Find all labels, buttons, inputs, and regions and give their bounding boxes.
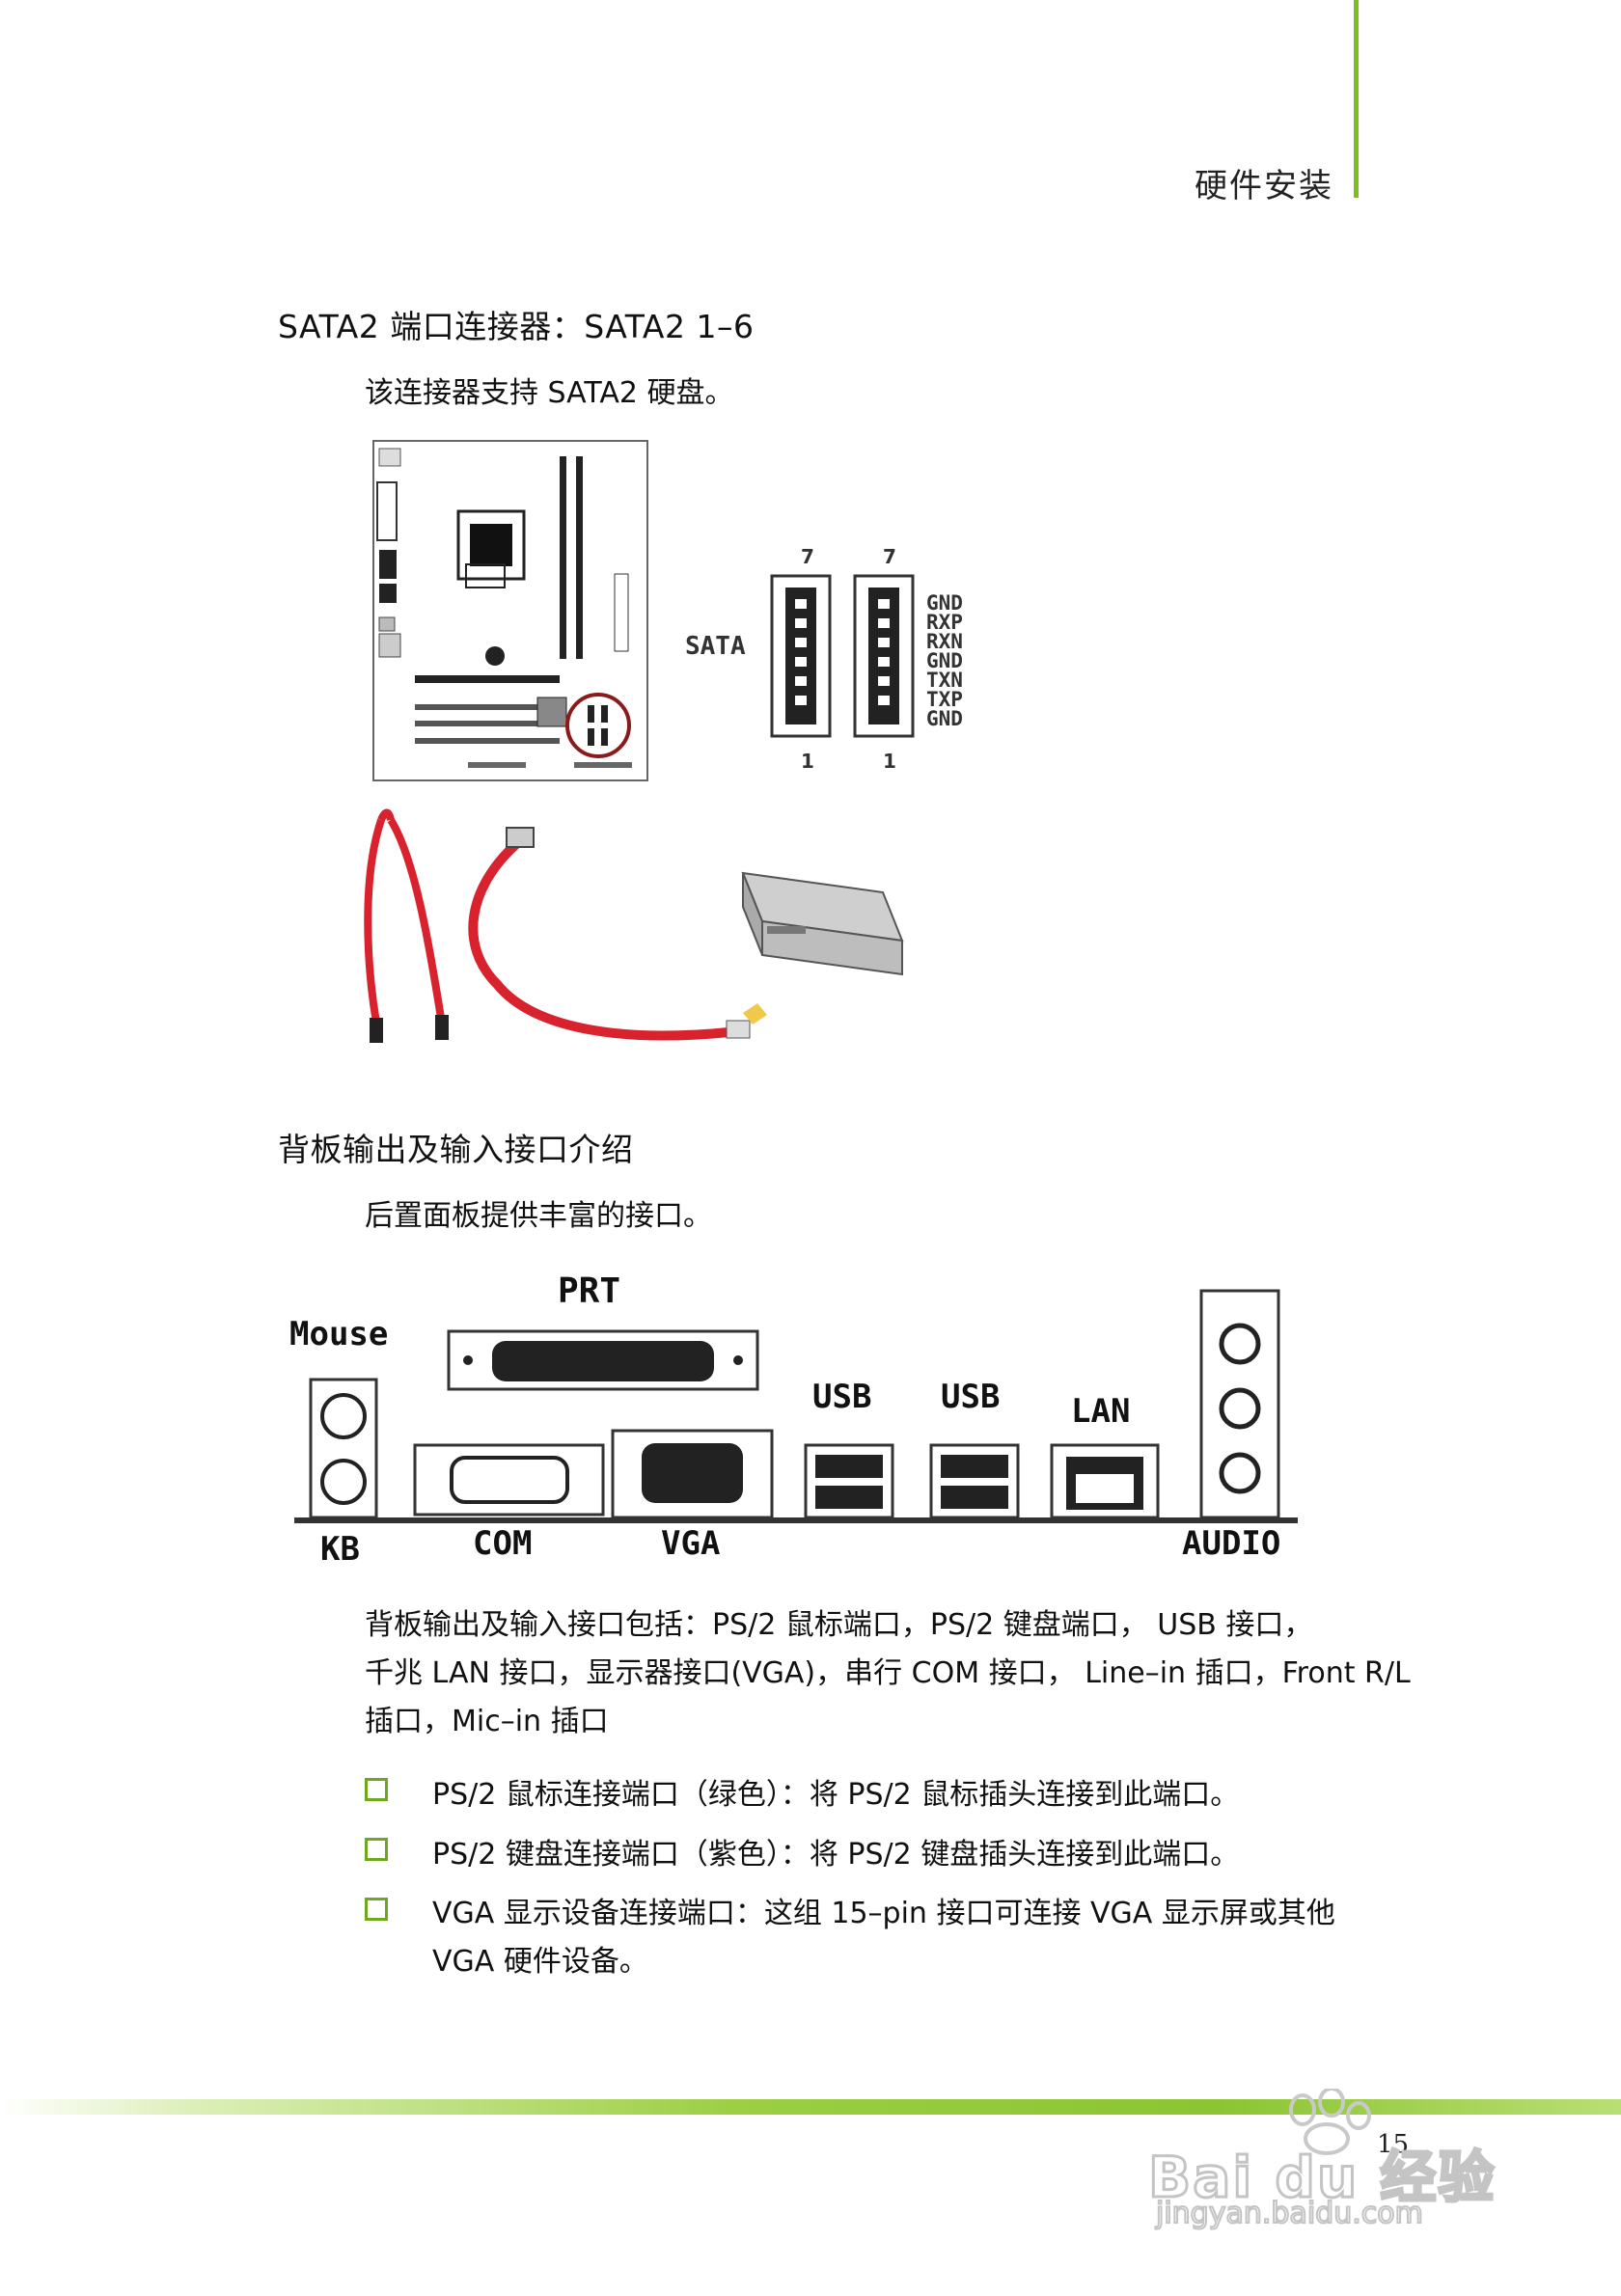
watermark-brand: Bai du 经验: [1146, 2144, 1497, 2212]
bullet-line: VGA 硬件设备。: [432, 1945, 648, 1979]
usb1-label: USB: [812, 1378, 872, 1416]
sata-pinout-diagram: SATA 7 7 1 1 GND RXP RXN GND TXN TXP GND: [685, 545, 1090, 777]
mouse-label: Mouse: [289, 1315, 389, 1353]
checkbox-bullet-icon: [365, 1778, 388, 1801]
paragraph-line: 插口，Mic–in 插口: [365, 1705, 609, 1738]
pin-name: GND: [926, 649, 963, 672]
audio-label: AUDIO: [1182, 1524, 1281, 1563]
prt-label: PRT: [558, 1271, 621, 1311]
lan-label: LAN: [1071, 1392, 1131, 1431]
sata-cable-drive-illustration: [364, 808, 904, 1043]
bullet-item: VGA 显示设备连接端口：这组 15–pin 接口可连接 VGA 显示屏或其他 …: [432, 1890, 1335, 1986]
paragraph-line: 背板输出及输入接口包括：PS/2 鼠标端口，PS/2 键盘端口， USB 接口，: [365, 1608, 1313, 1642]
footer-green-band: [0, 2099, 1621, 2115]
backpanel-heading: 背板输出及输入接口介绍: [278, 1131, 634, 1168]
page-number: 15: [1377, 2130, 1410, 2159]
sata-description: 该连接器支持 SATA2 硬盘。: [365, 376, 734, 410]
pin-name: GND: [926, 591, 963, 615]
checkbox-bullet-icon: [365, 1838, 388, 1861]
kb-label: KB: [320, 1530, 360, 1569]
vga-label: VGA: [661, 1524, 721, 1563]
bullet-line: VGA 显示设备连接端口：这组 15–pin 接口可连接 VGA 显示屏或其他: [432, 1897, 1335, 1930]
backpanel-io-diagram: Mouse PRT USB USB LAN KB COM VGA AUDIO: [289, 1271, 1303, 1580]
sata-heading: SATA2 端口连接器：SATA2 1–6: [278, 308, 755, 345]
bullet-item: PS/2 键盘连接端口（紫色）：将 PS/2 键盘插头连接到此端口。: [432, 1838, 1240, 1872]
pin-names: GND RXP RXN GND TXN TXP GND: [926, 591, 963, 730]
pin-top-label-2: 7: [883, 545, 896, 568]
pin-bottom-label-1: 1: [801, 750, 814, 773]
paragraph-line: 千兆 LAN 接口，显示器接口(VGA)，串行 COM 接口， Line–in …: [365, 1656, 1411, 1690]
pin-name: RXP: [926, 611, 963, 634]
pin-name: TXP: [926, 688, 963, 711]
pin-name: GND: [926, 707, 963, 730]
checkbox-bullet-icon: [365, 1898, 388, 1921]
paw-icon: [1289, 2089, 1371, 2155]
motherboard-diagram: [372, 440, 648, 781]
header-accent-line: [1354, 0, 1359, 198]
pin-bottom-label-2: 1: [883, 750, 896, 773]
bullet-item: PS/2 鼠标连接端口（绿色）：将 PS/2 鼠标插头连接到此端口。: [432, 1778, 1240, 1812]
header-title: 硬件安装: [1195, 167, 1333, 205]
pin-name: RXN: [926, 630, 963, 653]
com-label: COM: [473, 1524, 533, 1563]
usb2-label: USB: [941, 1378, 1001, 1416]
backpanel-description: 后置面板提供丰富的接口。: [365, 1199, 712, 1233]
backpanel-paragraph: 背板输出及输入接口包括：PS/2 鼠标端口，PS/2 键盘端口， USB 接口，…: [365, 1601, 1411, 1746]
sata-label: SATA: [685, 632, 746, 661]
pin-name: TXN: [926, 669, 963, 692]
watermark-url: jingyan.baidu.com: [1155, 2196, 1424, 2231]
baidu-watermark: Bai du 经验 jingyan.baidu.com: [1146, 2089, 1553, 2233]
pin-top-label-1: 7: [801, 545, 814, 568]
